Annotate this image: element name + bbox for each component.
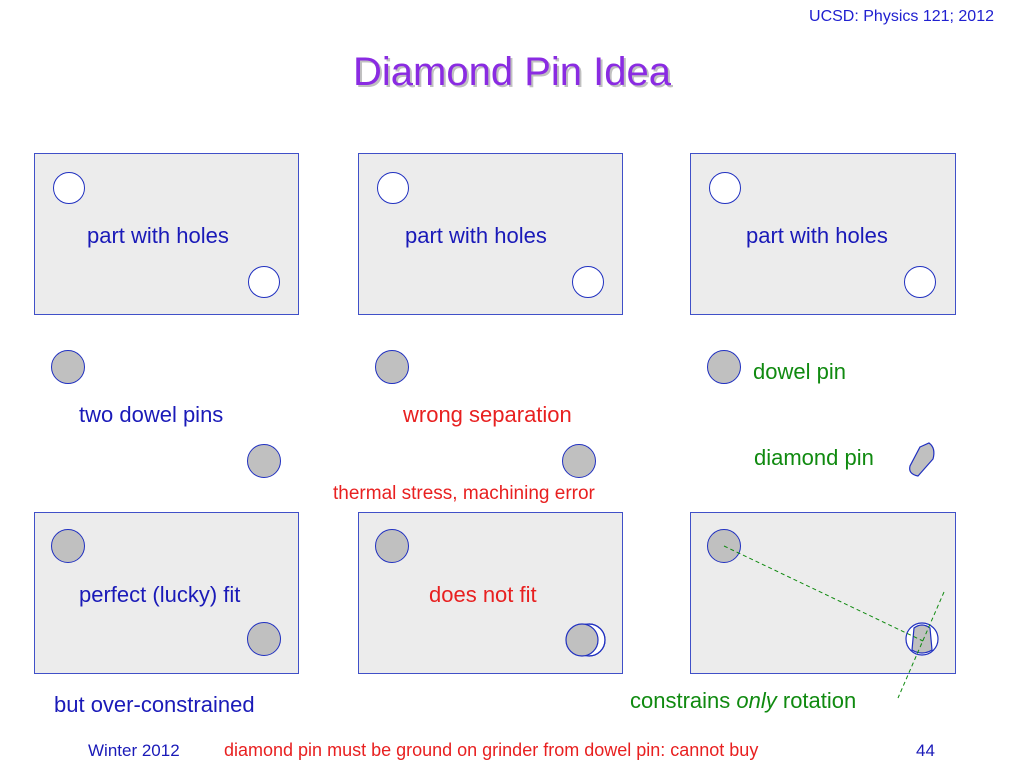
constrains-pre: constrains	[630, 688, 737, 713]
does-not-fit-label: does not fit	[429, 582, 537, 607]
dowel-pin-2b	[562, 444, 596, 478]
hole-3a	[709, 172, 741, 204]
hole-1b	[248, 266, 280, 298]
dashed-rotation-line	[897, 591, 945, 699]
diamond-pin-label: diamond pin	[754, 445, 874, 470]
course-header: UCSD: Physics 121; 2012	[809, 8, 994, 25]
page-number: 44	[916, 741, 935, 760]
constrains-only: only	[736, 688, 777, 713]
diamond-pin-in-hole	[911, 624, 933, 654]
dowel-pin-1a	[51, 350, 85, 384]
constrains-post: rotation	[776, 688, 857, 713]
misfit-hole-arc	[588, 623, 606, 657]
hole-1a	[53, 172, 85, 204]
hole-2a	[377, 172, 409, 204]
perfect-fit-label: perfect (lucky) fit	[79, 582, 241, 607]
fit-pin-1a	[51, 529, 85, 563]
constrains-rotation-label: constrains only rotation	[630, 688, 856, 714]
two-dowel-pins-label: two dowel pins	[79, 402, 224, 427]
part-label-3: part with holes	[746, 223, 888, 248]
part-label-1: part with holes	[87, 223, 229, 248]
wrong-separation-label: wrong separation	[403, 402, 572, 427]
hole-3b	[904, 266, 936, 298]
dashed-pin-axis	[723, 545, 924, 642]
part-label-2: part with holes	[405, 223, 547, 248]
over-constrained-label: but over-constrained	[54, 692, 255, 717]
fit-pin-1b	[247, 622, 281, 656]
thermal-stress-label: thermal stress, machining error	[333, 483, 595, 504]
hole-2b	[572, 266, 604, 298]
dowel-pin-2a	[375, 350, 409, 384]
fit-pin-2a	[375, 529, 409, 563]
footer-term: Winter 2012	[88, 741, 180, 760]
diamond-pin-shape	[909, 442, 935, 477]
slide-title: Diamond Pin Idea	[353, 50, 671, 94]
dowel-pin-label: dowel pin	[753, 359, 846, 384]
misfit-pin	[565, 623, 599, 657]
footer-note: diamond pin must be ground on grinder fr…	[224, 740, 759, 760]
dowel-pin-1b	[247, 444, 281, 478]
dowel-pin-3	[707, 350, 741, 384]
